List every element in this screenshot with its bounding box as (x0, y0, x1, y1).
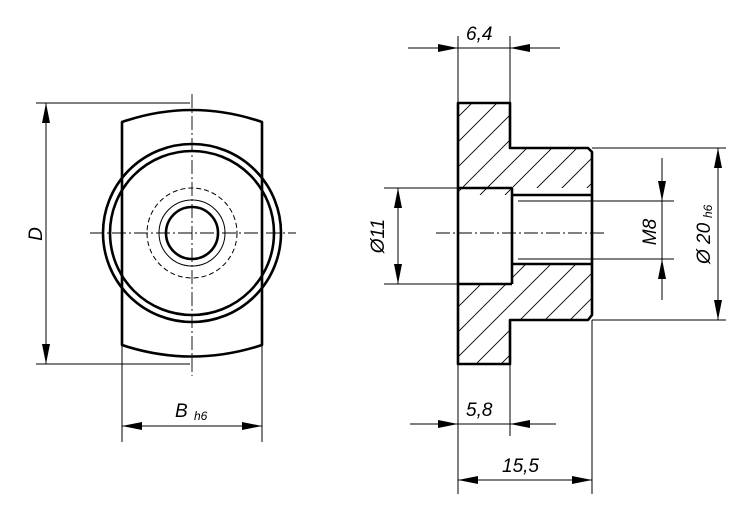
flange-arrow-left (438, 44, 458, 52)
d-arrow-top (42, 103, 50, 123)
bore-arrow-bottom (394, 264, 402, 284)
depth-arrow-right (510, 420, 530, 428)
side-view: 6,4 Ø11 M8 Ø 20 h6 5,8 15, (368, 24, 726, 494)
thread-arrow-top (658, 181, 666, 201)
b-tolerance: h6 (194, 409, 208, 423)
length-arrow-right (572, 476, 592, 484)
thread-arrow-bottom (658, 259, 666, 279)
total-length-label: 15,5 (502, 456, 539, 477)
b-arrow-right (242, 422, 262, 430)
d-arrow-bottom (42, 344, 50, 364)
outer-arrow-bottom (714, 300, 722, 320)
d-label: D (26, 227, 47, 241)
outer-dia-label: Ø 20 (694, 222, 715, 265)
flange-arrow-right (510, 44, 530, 52)
front-body-outline (120, 108, 264, 358)
outer-dia-tolerance: h6 (701, 204, 715, 218)
b-arrow-left (122, 422, 142, 430)
side-outer-profile (456, 101, 594, 366)
bore-depth-label: 5,8 (466, 400, 493, 421)
hatch-bottom (458, 264, 592, 364)
bore-dia-label: Ø11 (368, 219, 389, 255)
bore-arrow-top (394, 188, 402, 208)
hatch-top (458, 103, 592, 195)
outer-arrow-top (714, 148, 722, 168)
flange-width-label: 6,4 (466, 24, 492, 45)
length-arrow-left (458, 476, 478, 484)
front-view: D B h6 (26, 94, 296, 442)
thread-label: M8 (640, 218, 661, 245)
b-label: B (175, 401, 188, 422)
depth-arrow-left (438, 420, 458, 428)
